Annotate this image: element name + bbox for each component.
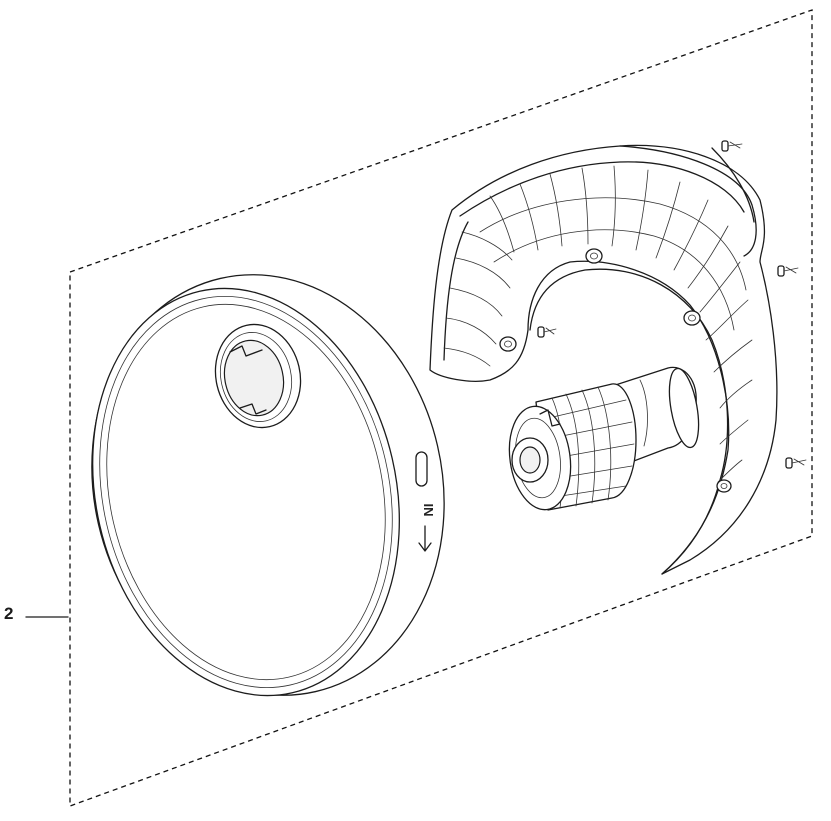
down-arrow-icon: [418, 525, 432, 552]
screw: [537, 326, 557, 338]
shell-bosses: [499, 248, 732, 493]
screw: [785, 457, 807, 469]
callout-number: 2: [4, 604, 14, 623]
curved-shell: [429, 144, 778, 575]
ribbed-hub: [508, 366, 700, 511]
round-cover: IN: [91, 274, 445, 697]
screw-fasteners: [537, 140, 807, 469]
cover-socket: [214, 323, 302, 429]
cover-marking-text: IN: [421, 504, 436, 517]
assembly-boundary: [69, 9, 813, 807]
screw: [777, 265, 799, 277]
screw: [721, 140, 743, 152]
cover-slot: [415, 451, 428, 487]
shell-ribs: [443, 165, 753, 483]
